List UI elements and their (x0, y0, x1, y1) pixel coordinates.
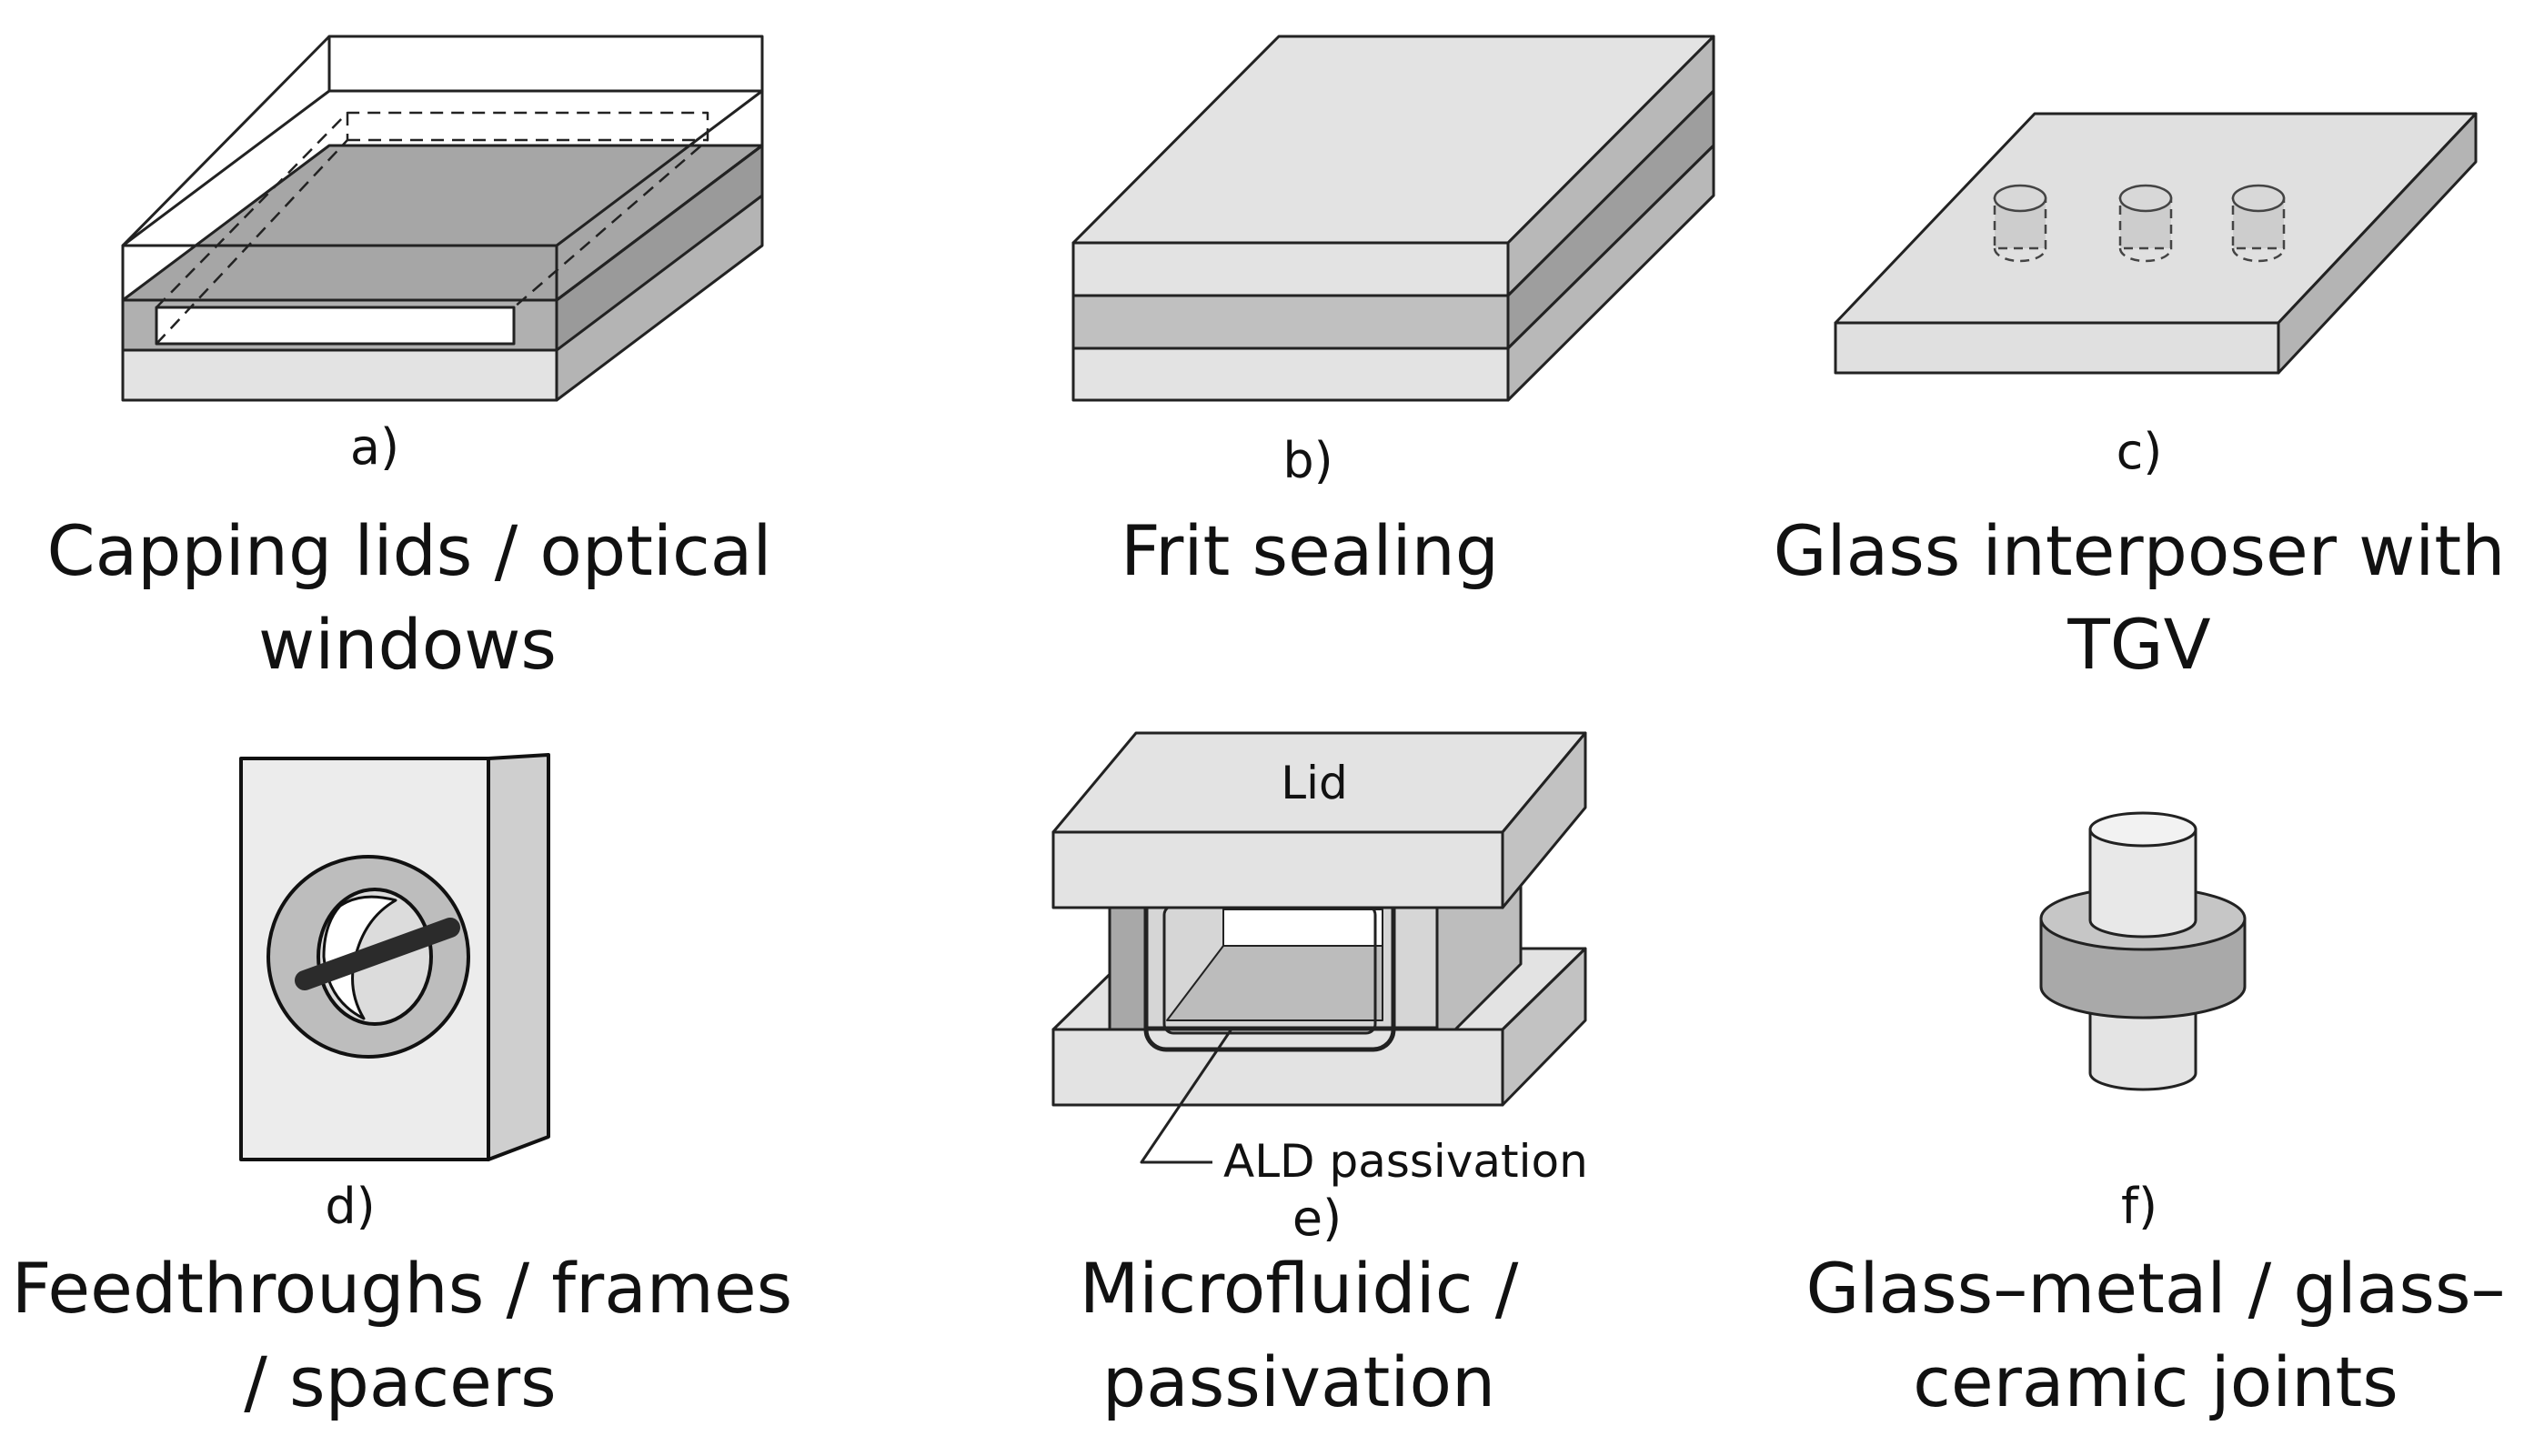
panel-a-caption-line1: Capping lids / optical (47, 510, 772, 591)
lower-pin (2088, 999, 2197, 1091)
panel-a-letter: a) (350, 418, 399, 476)
lid-label: Lid (1281, 757, 1348, 809)
panel-f-letter: f) (2121, 1178, 2157, 1235)
channel-wall-left (1108, 906, 1148, 1031)
panel-b-letter: b) (1282, 432, 1332, 489)
panel-b-illustration (1071, 35, 1715, 402)
panel-b-caption-line1: Frit sealing (1121, 510, 1499, 591)
stack-lower-layer (1071, 346, 1510, 402)
ald-passivation-label: ALD passivation (1223, 1135, 1588, 1188)
stack-upper-layer (1071, 241, 1510, 297)
panel-c-caption-line2: TGV (2066, 604, 2210, 685)
tgv-via-1 (1993, 184, 2047, 263)
panel-e-illustration (1051, 731, 1587, 1164)
lid-front-face (1051, 830, 1504, 909)
panel-f-caption-line2: ceramic joints (1913, 1341, 2398, 1422)
panel-f-caption-line1: Glass–metal / glass– (1805, 1248, 2505, 1329)
panel-c-caption-line1: Glass interposer with (1774, 510, 2506, 591)
panel-c-letter: c) (2117, 423, 2163, 480)
upper-pin-top (2088, 811, 2197, 848)
panel-d-letter: d) (325, 1178, 375, 1235)
panel-d-illustration (239, 753, 550, 1161)
tgv-via-2 (2118, 184, 2173, 263)
block-side-face (487, 753, 550, 1161)
panel-d-caption-line2: / spacers (244, 1341, 557, 1422)
cavity-dashed-outline (156, 111, 709, 345)
tgv-via-3 (2231, 184, 2286, 263)
bore-inner-shadow (322, 895, 397, 1020)
panel-d-caption-line1: Feedthroughs / frames (12, 1248, 792, 1329)
callout-leader-line (1140, 1027, 1234, 1164)
panel-a-illustration (121, 35, 764, 402)
feedthrough-pin (295, 918, 460, 990)
upper-pin (2088, 828, 2197, 939)
transparent-lid-outline (121, 35, 764, 302)
interposer-front-face (1834, 321, 2280, 375)
bottom-plate-front (1051, 1028, 1504, 1107)
cavity-opening (155, 306, 516, 346)
panel-f-illustration (2039, 811, 2247, 1091)
channel-back-wall (1222, 909, 1383, 947)
frit-seal-layer (1071, 294, 1510, 350)
panel-e-letter: e) (1292, 1190, 1342, 1247)
panel-e-caption-line1: Microfluidic / (1080, 1248, 1519, 1329)
panel-e-caption-line2: passivation (1102, 1341, 1495, 1422)
substrate-front-face (121, 348, 558, 402)
panel-a-caption-line2: windows (258, 604, 557, 685)
